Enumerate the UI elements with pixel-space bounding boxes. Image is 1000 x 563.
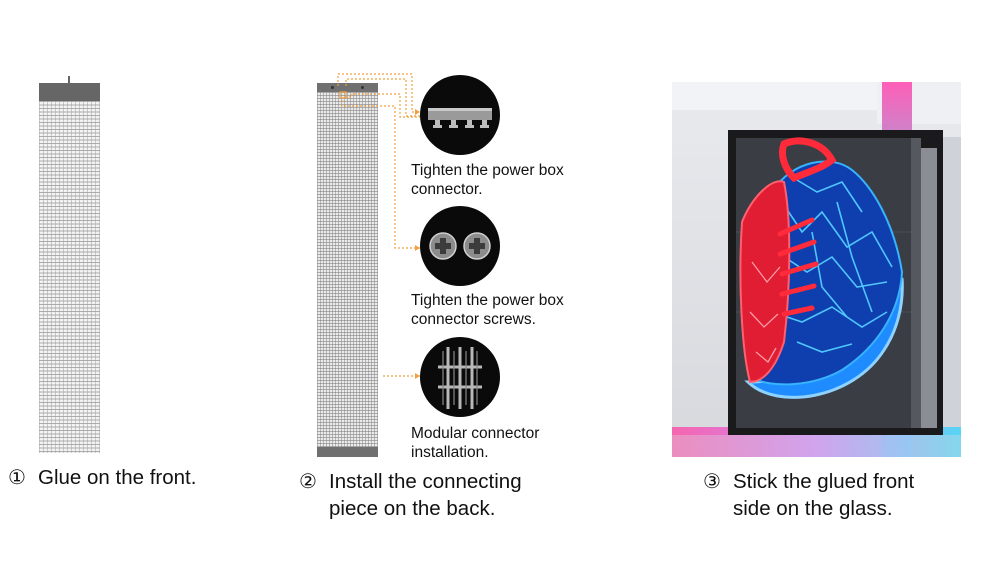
led-grid-front (39, 101, 100, 453)
panel-top-pin (68, 76, 70, 84)
step-3-label: ③ Stick the glued front side on the glas… (703, 468, 983, 528)
caption-power-box-connector: Tighten the power box connector. (411, 162, 564, 198)
step-2-label: ② Install the connecting piece on the ba… (299, 468, 579, 528)
screw-marker (361, 86, 364, 89)
front-led-film-panel (39, 76, 100, 453)
power-box-connector-icon (428, 108, 492, 128)
connector-screws-icon (429, 232, 491, 260)
panel-top-power-box (317, 83, 378, 92)
led-grid-back (317, 92, 378, 447)
step-number: ② (299, 469, 317, 493)
back-led-film-panel (317, 83, 378, 457)
installed-glass-display-photo (672, 82, 961, 457)
step-text: Install the connecting piece on the back… (329, 470, 522, 520)
panel-top-cap (39, 83, 100, 101)
step-1-label: ① Glue on the front. (8, 464, 268, 494)
modular-connector-icon (438, 347, 482, 409)
caption-connector-screws: Tighten the power box connector screws. (411, 292, 564, 328)
callout-connector-screws (420, 206, 500, 286)
panel-bottom-power-box (317, 447, 378, 457)
step-number: ① (8, 465, 26, 489)
sneaker-image (739, 137, 904, 399)
callout-power-box-connector (420, 75, 500, 155)
step-text: Glue on the front. (38, 466, 197, 489)
caption-modular-connector: Modular connector installation. (411, 425, 540, 461)
callout-modular-connector (420, 337, 500, 417)
step-text: Stick the glued front side on the glass. (733, 470, 915, 520)
step-number: ③ (703, 469, 721, 493)
screw-marker (331, 86, 334, 89)
